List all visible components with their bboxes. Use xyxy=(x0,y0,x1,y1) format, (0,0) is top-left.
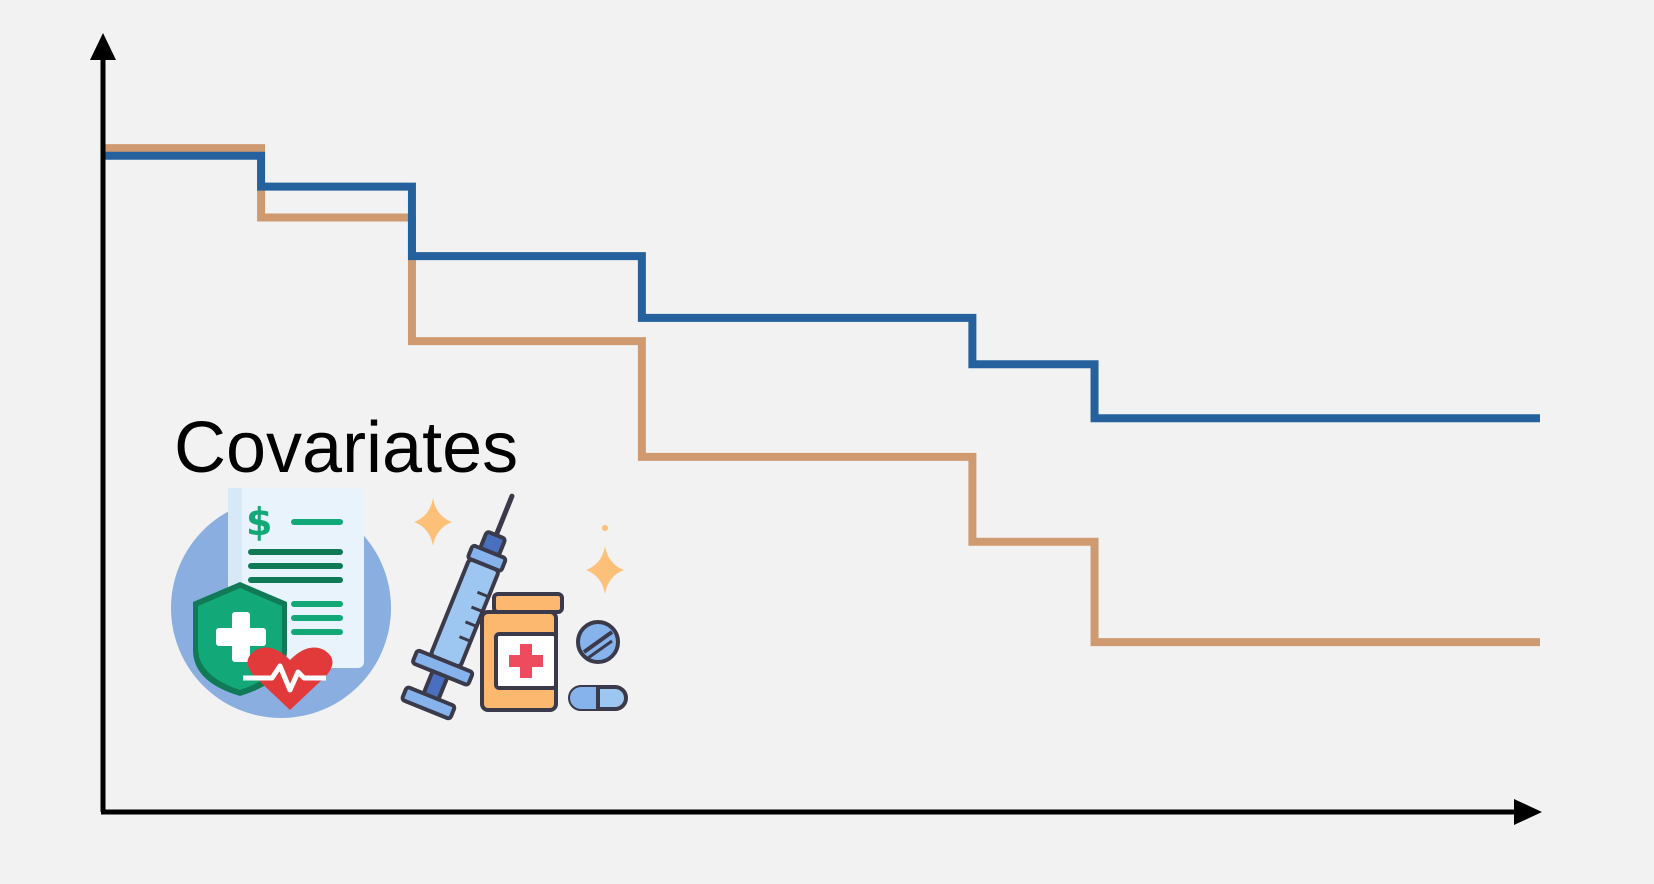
capsule-icon xyxy=(568,685,628,711)
heart-pulse-icon xyxy=(243,647,333,710)
series-line-1 xyxy=(103,151,1540,423)
svg-text:$: $ xyxy=(246,500,272,544)
medicine-bottle-icon xyxy=(480,592,564,712)
pill-icon xyxy=(576,620,620,664)
series-line-2 xyxy=(103,144,1540,647)
x-axis-arrow xyxy=(1514,799,1542,825)
covariates-label: Covariates xyxy=(174,408,518,488)
y-axis-arrow xyxy=(90,33,116,60)
series-layer xyxy=(103,144,1540,647)
syringe-icon xyxy=(400,493,515,721)
sparkle-icon xyxy=(414,498,624,594)
